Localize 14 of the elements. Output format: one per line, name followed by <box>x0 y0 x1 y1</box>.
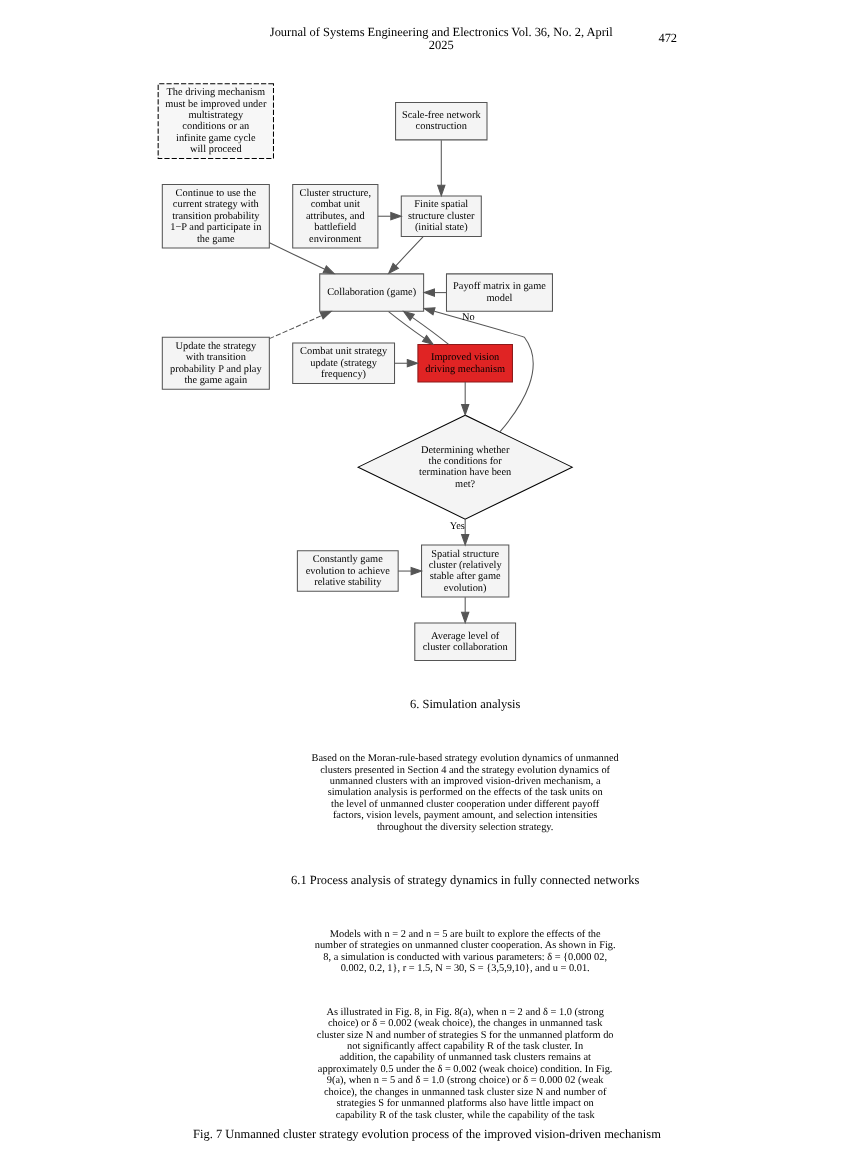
arrow <box>268 310 333 340</box>
arrow <box>394 358 420 368</box>
arrow <box>268 242 336 275</box>
arrow <box>387 236 424 275</box>
arrow <box>422 288 447 297</box>
arrow <box>460 596 470 625</box>
arrow <box>436 139 446 198</box>
arrow <box>377 211 403 221</box>
arrow <box>402 310 450 345</box>
arrow <box>397 566 424 576</box>
arrow <box>460 518 470 547</box>
arrow <box>422 307 534 433</box>
arrow <box>388 311 435 346</box>
arrow <box>460 381 470 417</box>
